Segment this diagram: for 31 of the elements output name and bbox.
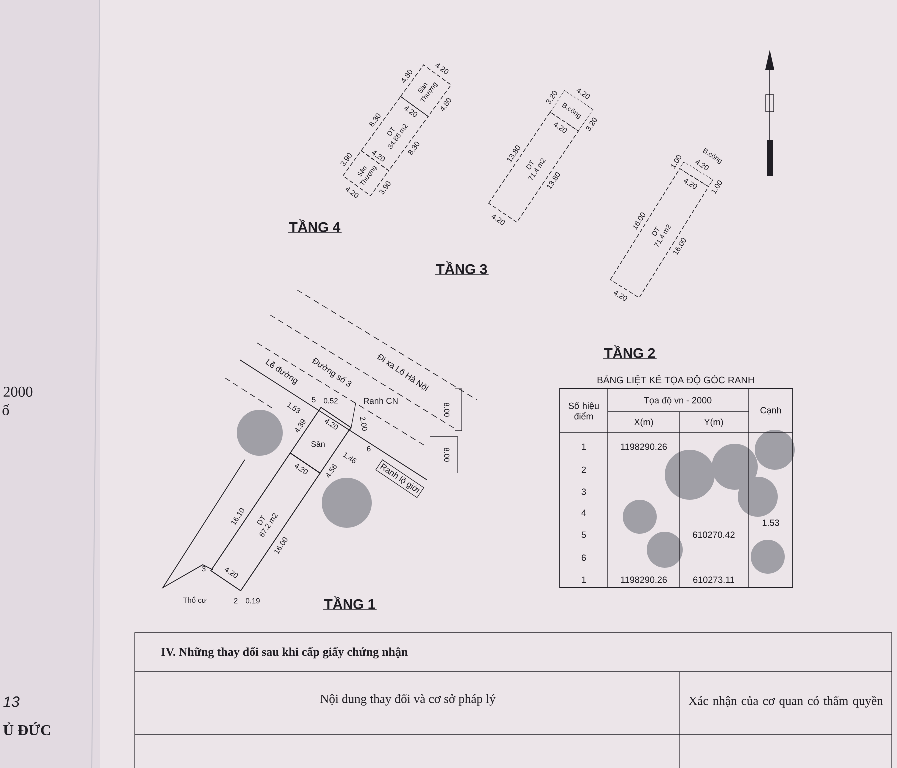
column-header: Xác nhận của cơ quan có thẩm quyền xyxy=(688,696,884,708)
table-cell: 1.53 xyxy=(762,520,780,526)
table-cell: 2 xyxy=(582,466,586,474)
text-fragment: 2000 xyxy=(4,386,33,398)
boundary-label: Ranh CN xyxy=(364,398,398,404)
table-header: X(m) xyxy=(634,418,654,428)
table-header: Số hiệu điểm xyxy=(568,402,599,420)
column-header: Nội dung thay đổi và cơ sở pháp lý xyxy=(320,694,496,706)
table-header: Y(m) xyxy=(704,418,724,428)
table-cell: 1198290.26 xyxy=(621,576,668,584)
table-header: Tọa độ vn - 2000 xyxy=(644,397,712,405)
section-heading: IV. Những thay đổi sau khi cấp giấy chứng nhận xyxy=(162,647,408,659)
table-header: Cạnh xyxy=(760,407,782,415)
table-cell: 1 xyxy=(582,576,586,584)
text-fragment: 13 xyxy=(4,696,20,708)
table-cell: 1198290.26 xyxy=(621,444,668,450)
table-title: BẢNG LIỆT KÊ TỌA ĐỘ GÓC RANH xyxy=(598,375,754,385)
floor-title: TẦNG 1 xyxy=(322,596,378,610)
table-cell: 3 xyxy=(582,488,586,496)
table-cell: 610273.11 xyxy=(694,576,734,584)
table-cell: 4 xyxy=(582,510,586,516)
table-cell: 6 xyxy=(582,554,586,562)
floor-title: TẦNG 3 xyxy=(434,262,490,276)
table-cell: 1 xyxy=(582,444,586,450)
floor-title: TẦNG 2 xyxy=(602,346,658,360)
table-cell: 5 xyxy=(582,532,586,538)
text-fragment: Ủ ĐỨC xyxy=(4,722,50,736)
table-cell: 610270.42 xyxy=(693,532,735,538)
text-fragment: ố xyxy=(2,404,10,416)
street-label: Đi xa Lộ Hà Nội xyxy=(378,354,430,392)
floor-title: TẦNG 4 xyxy=(288,220,342,234)
